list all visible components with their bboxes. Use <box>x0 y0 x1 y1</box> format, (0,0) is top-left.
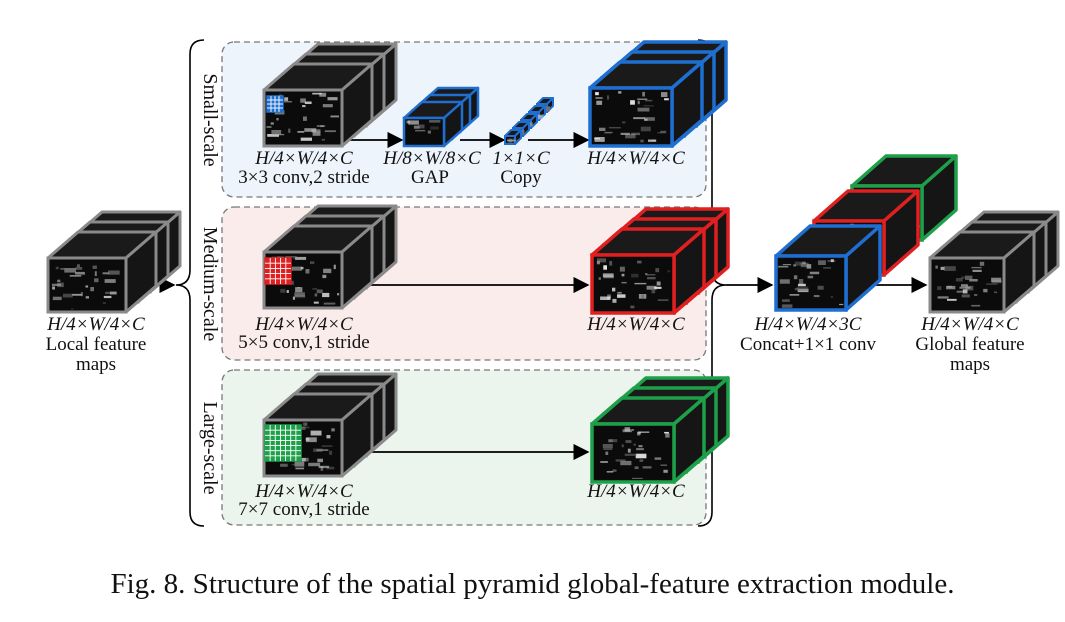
small-gap-label: GAP <box>411 167 449 188</box>
output-label-line1: Global feature <box>915 334 1024 355</box>
large-conv-label: 7×7 conv,1 stride <box>238 499 369 520</box>
small-scale-output-stack <box>588 40 728 148</box>
medium-conv-label: 5×5 conv,1 stride <box>238 332 369 353</box>
large-out-dims: H/4×W/4×C <box>586 481 685 502</box>
large-conv-dims: H/4×W/4×C <box>254 481 353 502</box>
output-label-line2: maps <box>950 354 990 375</box>
input-label-line2: maps <box>76 354 116 375</box>
input-dims: H/4×W/4×C <box>46 314 145 335</box>
diagram-canvas: Small-scale Medium-scale Large-scale H/4… <box>46 39 1060 527</box>
medium-scale-output-stack <box>590 207 730 315</box>
medium-scale-conv-stack <box>262 204 398 310</box>
concat-dims: H/4×W/4×3C <box>754 314 862 335</box>
large-scale-output-stack <box>590 376 730 484</box>
small-gap-dims: H/8×W/8×C <box>382 148 481 169</box>
medium-kernel-grid-icon <box>264 257 292 285</box>
medium-conv-dims: H/4×W/4×C <box>254 314 353 335</box>
small-out-dims: H/4×W/4×C <box>586 148 685 169</box>
small-conv-label: 3×3 conv,2 stride <box>238 167 369 188</box>
small-scale-title: Small-scale <box>199 73 221 166</box>
small-scale-gap-stack <box>402 86 480 148</box>
global-feature-map-stack <box>928 210 1060 314</box>
small-scale-copy-stack <box>504 97 554 145</box>
figure-caption: Fig. 8. Structure of the spatial pyramid… <box>110 568 955 600</box>
small-conv-dims: H/4×W/4×C <box>254 148 353 169</box>
small-copy-label: Copy <box>500 167 542 188</box>
output-dims: H/4×W/4×C <box>920 314 1019 335</box>
medium-out-dims: H/4×W/4×C <box>586 314 685 335</box>
small-scale-conv-stack <box>262 42 398 148</box>
concat-label: Concat+1×1 conv <box>740 334 876 355</box>
small-kernel-grid-icon <box>266 95 284 113</box>
concat-feature-stack <box>774 154 958 312</box>
input-label-line1: Local feature <box>46 334 147 355</box>
small-copy-dims: 1×1×C <box>492 148 550 169</box>
medium-scale-title: Medium-scale <box>199 227 221 342</box>
left-brace <box>175 39 205 527</box>
input-feature-map-stack <box>46 210 182 314</box>
large-scale-title: Large-scale <box>199 402 221 495</box>
large-kernel-grid-icon <box>264 424 302 462</box>
